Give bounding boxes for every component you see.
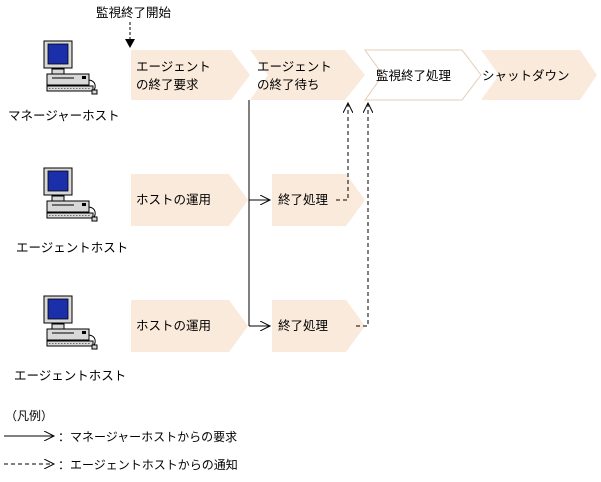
agent2-step-operation [131,300,248,352]
agent2-host-label: エージェントホスト [14,368,126,383]
legend-dashed-label: ：エージェントホストからの通知 [58,458,238,472]
agent2-step-operation-label: ホストの運用 [136,318,211,333]
notify-arrow-agent1 [336,103,348,201]
legend-solid-label: ：マネージャーホストからの要求 [58,430,237,444]
step-monitor-end-label: 監視終了処理 [376,68,452,83]
agent1-step-operation [131,174,248,226]
agent2-computer-icon [43,295,98,350]
step-shutdown [481,50,597,100]
manager-host-label: マネージャーホスト [8,108,120,123]
manager-computer-icon [43,40,98,95]
step-monitor-end [364,49,482,101]
step-agent-end-wait [250,50,365,100]
agent2-step-end [272,300,365,352]
agent1-step-operation-label: ホストの運用 [136,192,211,207]
start-label: 監視終了開始 [96,5,172,20]
agent1-step-end-label: 終了処理 [278,192,329,207]
agent2-step-end-label: 終了処理 [278,318,329,333]
step-shutdown-label: シャットダウン [482,68,570,83]
step-agent-end-wait-line2: の終了待ち [257,77,320,92]
step-agent-end-request [131,50,250,100]
agent1-host-label: エージェントホスト [16,240,128,255]
agent1-computer-icon [43,167,98,222]
agent1-step-end [272,174,365,226]
step-agent-end-wait-line1: エージェント [257,59,332,74]
step-agent-end-request-line2: の終了要求 [136,77,199,92]
notify-arrow-agent2 [356,103,368,327]
step-agent-end-request-line1: エージェント [136,59,211,74]
legend-title: （凡例） [5,409,53,423]
